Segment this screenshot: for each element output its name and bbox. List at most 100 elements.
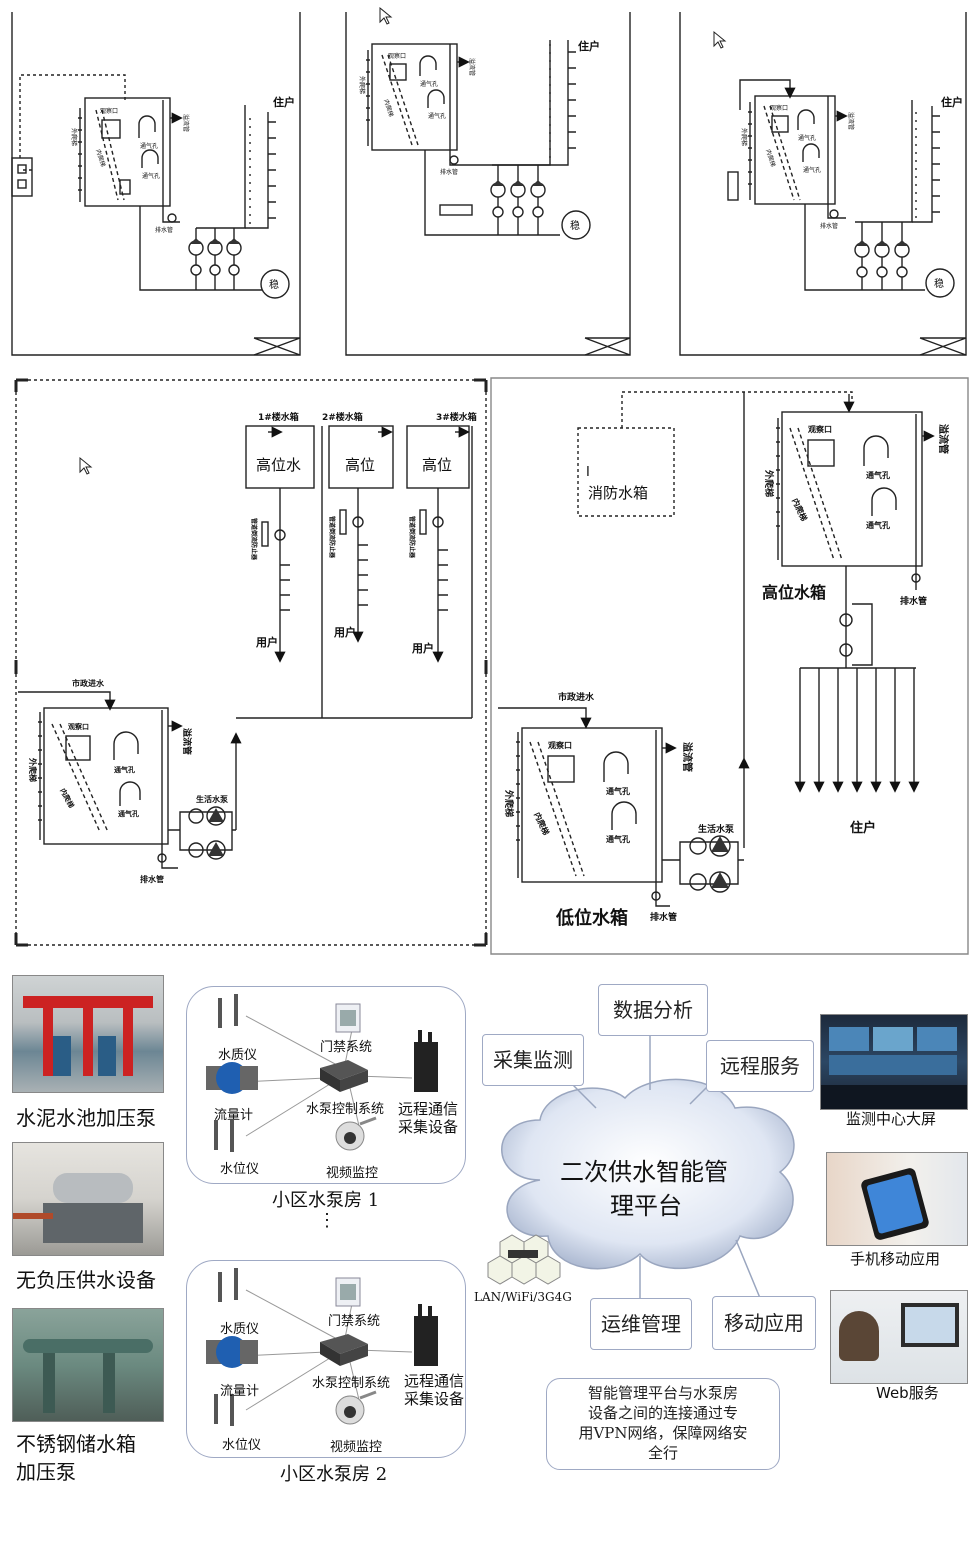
tank-name-1: 高位水	[256, 456, 301, 474]
room2-remote1: 远程通信	[404, 1372, 465, 1390]
camera-icon	[335, 1390, 377, 1425]
cursor-icon	[79, 456, 93, 475]
user-label: 用户	[412, 641, 434, 655]
network-nodes-icon	[487, 1234, 561, 1285]
vent-label: 通气孔	[866, 470, 890, 480]
inspect-label: 观察口	[770, 104, 788, 112]
vent-label: 通气孔	[606, 786, 630, 796]
overflow-label: 溢流管	[847, 112, 855, 130]
side-label: 管道倒流防止器	[328, 516, 336, 559]
vent-label: 通气孔	[118, 809, 139, 818]
tank-label-2: 2#楼水箱	[322, 411, 363, 423]
access-control-icon	[335, 1003, 361, 1033]
vent-label: 通气孔	[428, 112, 446, 120]
text-cursor: I	[586, 465, 590, 480]
top-diagram-1	[11, 12, 301, 356]
fire-tank-label: 消防水箱	[588, 484, 648, 502]
level-meter-icon	[214, 1394, 234, 1426]
stabilizer-label: 稳	[934, 277, 944, 290]
city-inlet-label: 市政进水	[558, 691, 595, 703]
room2-level-meter: 水位仪	[222, 1438, 262, 1453]
top-diagram-3	[679, 12, 967, 356]
water-quality-icon	[218, 994, 238, 1028]
tag-data-analysis: 数据分析	[598, 984, 708, 1036]
photo-cement-pump	[12, 975, 164, 1093]
pump-controller-icon	[320, 1060, 368, 1092]
tank-name-3: 高位	[422, 456, 452, 474]
flow-meter-icon	[206, 1336, 258, 1368]
right-caption-1: 监测中心大屏	[846, 1110, 937, 1128]
room1-flow-meter: 流量计	[214, 1108, 254, 1123]
stabilizer-label: 稳	[570, 219, 580, 232]
vent-label: 通气孔	[142, 172, 160, 180]
drain-label: 排水管	[900, 595, 927, 607]
room-ellipsis: ⋮	[318, 1210, 336, 1231]
tag-remote-service: 远程服务	[706, 1040, 814, 1092]
inner-ladder-label: 内爬梯	[382, 98, 395, 118]
vent-label: 通气孔	[114, 765, 135, 774]
drain-label: 排水管	[440, 168, 458, 176]
room1-access: 门禁系统	[320, 1040, 373, 1055]
room1-level-meter: 水位仪	[220, 1162, 260, 1177]
room1-water-quality: 水质仪	[218, 1048, 258, 1063]
inner-ladder-label: 内爬梯	[532, 811, 551, 837]
photo-caption-3: 不锈钢储水箱	[16, 1432, 136, 1456]
ladder-label: 外爬梯	[503, 789, 515, 817]
user-label: 用户	[256, 635, 278, 649]
resident-label: 住户	[941, 95, 963, 109]
cloud-graphic	[487, 1034, 795, 1299]
ladder-label: 外爬梯	[358, 76, 366, 94]
vent-label: 通气孔	[606, 834, 630, 844]
inspect-label: 观察口	[548, 740, 572, 750]
cloud-title-line1: 二次供水智能管	[560, 1158, 728, 1186]
mid-left-diagram: 1#楼水箱 2#楼水箱 3#楼水箱 高位水 高位 高位 用户 用户 用户 管道倒…	[14, 378, 488, 947]
flow-meter-icon	[206, 1062, 258, 1094]
inner-ladder-label: 内爬梯	[58, 787, 76, 810]
room1-title: 小区水泵房 1	[272, 1190, 380, 1211]
overflow-label: 溢流管	[468, 58, 476, 76]
pump-room-links	[206, 994, 438, 1426]
vpn-note: 智能管理平台与水泵房 设备之间的连接通过专 用VPN网络，保障网络安 全行	[546, 1378, 780, 1470]
router-icon	[414, 1304, 438, 1366]
high-tank-label: 高位水箱	[762, 583, 826, 602]
drain-label: 排水管	[155, 226, 173, 234]
top-diagram-2	[345, 12, 631, 356]
drain-label: 排水管	[650, 911, 677, 923]
inspect-label: 观察口	[68, 722, 89, 731]
inspect-label: 观察口	[100, 107, 118, 115]
resident-label: 住户	[273, 95, 295, 109]
overflow-label: 溢流管	[182, 114, 190, 132]
photo-web-service	[830, 1290, 968, 1384]
photo-no-negative-pressure	[12, 1142, 164, 1256]
level-meter-icon	[214, 1120, 234, 1152]
room2-pump-ctrl: 水泵控制系统	[312, 1376, 391, 1391]
overflow-label: 溢流管	[937, 424, 950, 454]
top-diagram-1-fills	[190, 238, 240, 244]
vent-label: 通气孔	[140, 142, 158, 150]
vent-label: 通气孔	[803, 166, 821, 174]
right-caption-3: Web服务	[876, 1384, 939, 1402]
cursor-icon	[379, 6, 393, 25]
room2-remote2: 采集设备	[404, 1390, 465, 1408]
inspect-label: 观察口	[808, 424, 832, 434]
pump-label: 生活水泵	[698, 823, 735, 835]
tag-collect-monitor: 采集监测	[482, 1034, 584, 1086]
user-label: 用户	[334, 625, 356, 639]
pump-controller-icon	[320, 1334, 368, 1366]
resident-label: 住户	[850, 820, 876, 836]
access-control-icon	[335, 1277, 361, 1307]
drain-label: 排水管	[140, 874, 164, 884]
water-quality-icon	[218, 1268, 238, 1302]
ladder-label: 外爬梯	[763, 469, 775, 497]
photo-caption-4: 加压泵	[16, 1460, 76, 1484]
vent-label: 通气孔	[866, 520, 890, 530]
room1-video: 视频监控	[326, 1166, 379, 1181]
room2-access: 门禁系统	[328, 1314, 381, 1329]
room2-video: 视频监控	[330, 1440, 383, 1455]
drain-label: 排水管	[820, 222, 838, 230]
inner-ladder-label: 内爬梯	[94, 148, 107, 168]
room1-pump-ctrl: 水泵控制系统	[306, 1102, 385, 1117]
mid-right-diagram: 消防水箱 I 高位水箱 低位水箱 住户 市政进水 观察口 观察口 通气孔 通气孔…	[490, 377, 969, 955]
side-label: 管道倒流防止器	[408, 516, 416, 559]
top-diagrams: 住户 住户 住户 稳 稳 稳 观察口 观察口 观察口 通气孔 通气孔 通气孔 通…	[11, 6, 967, 356]
